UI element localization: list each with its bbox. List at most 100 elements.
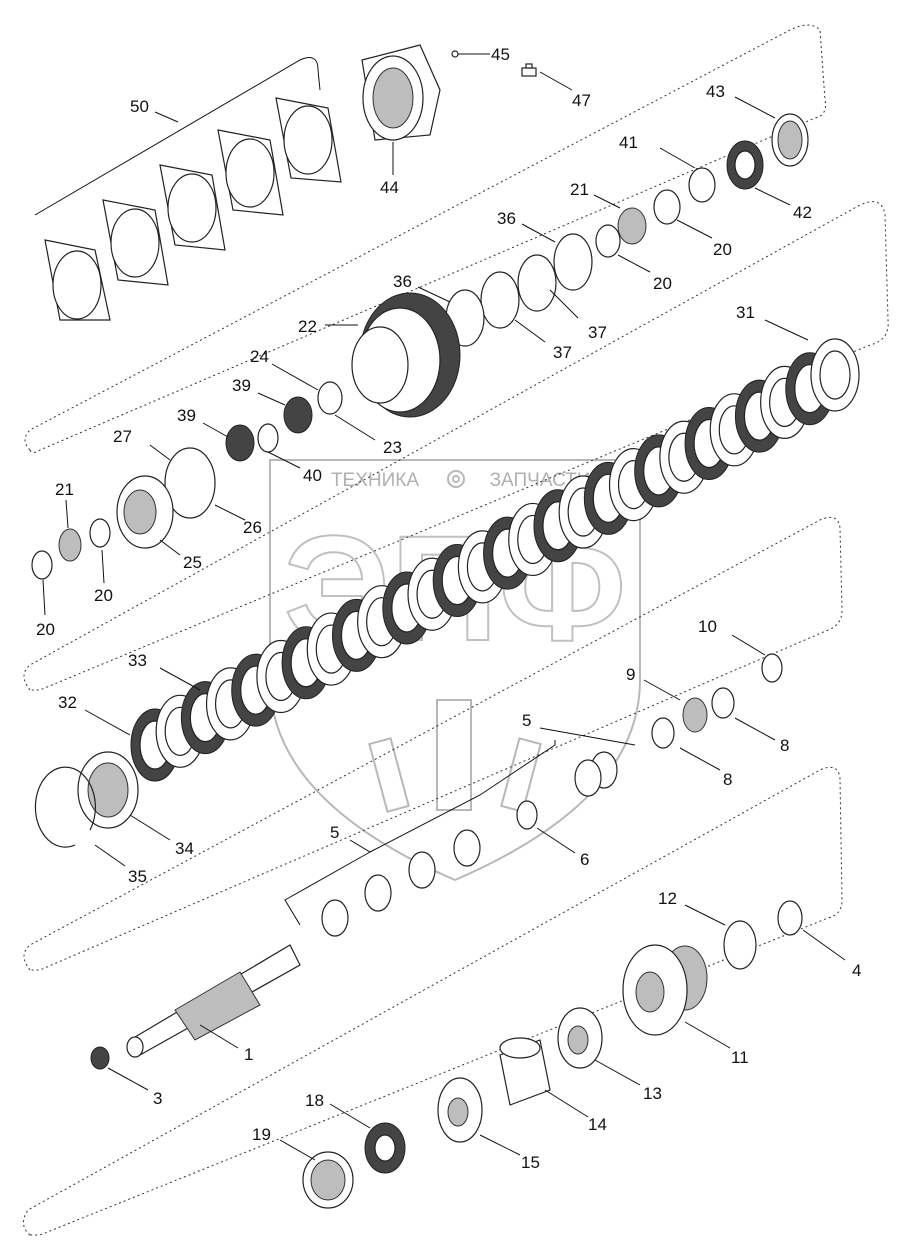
snap-ring	[777, 900, 803, 936]
gasket	[44, 239, 111, 321]
callout-label: 20	[36, 620, 55, 639]
callout-label: 21	[570, 180, 589, 199]
callout-label: 37	[588, 323, 607, 342]
seal-rings	[321, 751, 618, 937]
callout-label: 8	[723, 770, 732, 789]
gear-icon	[447, 470, 465, 488]
bearing-cup	[302, 1151, 354, 1209]
snap-ring	[761, 653, 783, 683]
callout-label: 34	[175, 839, 194, 858]
piston	[116, 475, 174, 549]
callout-label: 20	[713, 240, 732, 259]
thrust-bearing	[682, 697, 708, 733]
drive-gear	[622, 944, 708, 1036]
snap-ring	[723, 920, 757, 970]
callout-label: 21	[55, 480, 74, 499]
taper-roller-bearing	[364, 1122, 406, 1174]
needle-bearing	[90, 1046, 110, 1070]
washer	[688, 167, 716, 203]
callout-label: 5	[330, 823, 339, 842]
bearing-housing	[361, 44, 441, 141]
shaft	[126, 944, 301, 1058]
callout-label: 31	[736, 303, 755, 322]
callout-labels: 50 45 47 44 43 41 42 21 20 36 20 36 37 3…	[36, 45, 861, 1172]
washer	[89, 518, 111, 548]
washer	[651, 717, 675, 749]
callout-label: 39	[177, 406, 196, 425]
needle-bearing	[283, 396, 313, 434]
callout-label: 36	[497, 209, 516, 228]
ring	[517, 254, 557, 312]
ring	[553, 233, 593, 291]
callout-label: 12	[658, 889, 677, 908]
callout-label: 33	[128, 651, 147, 670]
callout-label: 8	[780, 736, 789, 755]
callout-label: 35	[128, 867, 147, 886]
callout-label: 27	[113, 427, 132, 446]
callout-label: 45	[491, 45, 510, 64]
spur-gear	[437, 1077, 483, 1143]
gasket	[159, 164, 226, 251]
taper-roller-bearing	[726, 140, 764, 190]
snap-ring	[516, 800, 538, 830]
watermark-left-text: ТЕХНИКА	[331, 470, 419, 491]
callout-label: 3	[153, 1089, 162, 1108]
plug	[451, 50, 459, 58]
washer	[595, 224, 621, 258]
spur-gear	[557, 1007, 603, 1069]
callout-label: 4	[852, 961, 861, 980]
seal-ring	[164, 447, 216, 519]
callout-label: 25	[183, 553, 202, 572]
washer	[653, 189, 681, 225]
gasket	[217, 129, 284, 216]
snap-ring	[317, 381, 343, 415]
callout-label: 37	[553, 343, 572, 362]
watermark-right-text: ЗАПЧАСТИ	[490, 470, 591, 491]
callout-label: 44	[380, 178, 399, 197]
callout-label: 22	[298, 317, 317, 336]
gasket	[102, 199, 169, 286]
sleeve	[499, 1037, 551, 1106]
callout-label: 36	[393, 272, 412, 291]
callout-label: 13	[643, 1084, 662, 1103]
clutch-pack	[130, 338, 860, 782]
callout-label: 47	[572, 91, 591, 110]
retaining-ring	[34, 766, 96, 848]
callout-label: 40	[303, 466, 322, 485]
callout-label: 14	[588, 1115, 607, 1134]
leader-lines	[42, 53, 846, 1161]
callout-label: 9	[626, 665, 635, 684]
assembly-boundaries	[23, 24, 889, 1236]
callout-label: 50	[130, 97, 149, 116]
callout-label: 42	[793, 203, 812, 222]
callout-label: 23	[383, 438, 402, 457]
washer	[31, 550, 53, 580]
callout-label: 19	[252, 1125, 271, 1144]
callout-label: 39	[232, 376, 251, 395]
watermark-towers	[368, 699, 542, 813]
callout-label: 18	[305, 1091, 324, 1110]
callout-label: 41	[619, 133, 638, 152]
gasket	[275, 97, 342, 183]
needle-bearing	[225, 424, 255, 462]
disc-bore	[819, 350, 851, 400]
callout-label: 32	[58, 693, 77, 712]
thrust-bearing	[617, 207, 647, 245]
washer	[711, 687, 735, 719]
ring	[480, 271, 520, 329]
callout-label: 11	[731, 1048, 749, 1067]
callout-label: 20	[94, 586, 113, 605]
callout-label: 24	[250, 347, 269, 366]
thrust-bearing	[58, 528, 82, 562]
spacer-ring	[257, 423, 279, 453]
watermark-shield	[269, 459, 641, 882]
pressure-plate	[77, 751, 139, 829]
callout-label: 10	[698, 617, 717, 636]
callout-label: 20	[653, 274, 672, 293]
callout-label: 43	[706, 82, 725, 101]
callout-label: 26	[243, 518, 262, 537]
callout-label: 5	[522, 711, 531, 730]
callout-label: 15	[521, 1153, 540, 1172]
gasket-set	[34, 57, 342, 321]
